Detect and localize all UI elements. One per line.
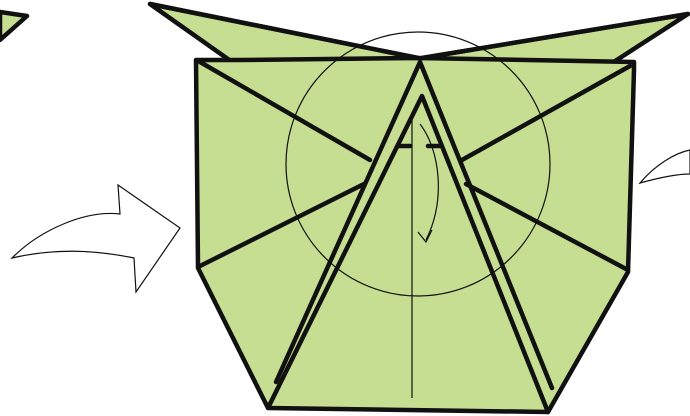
curved-arrow-icon [640,150,690,183]
origami-model [150,4,688,412]
curved-arrow-right-icon [12,185,180,292]
previous-step-fragment [0,12,27,40]
